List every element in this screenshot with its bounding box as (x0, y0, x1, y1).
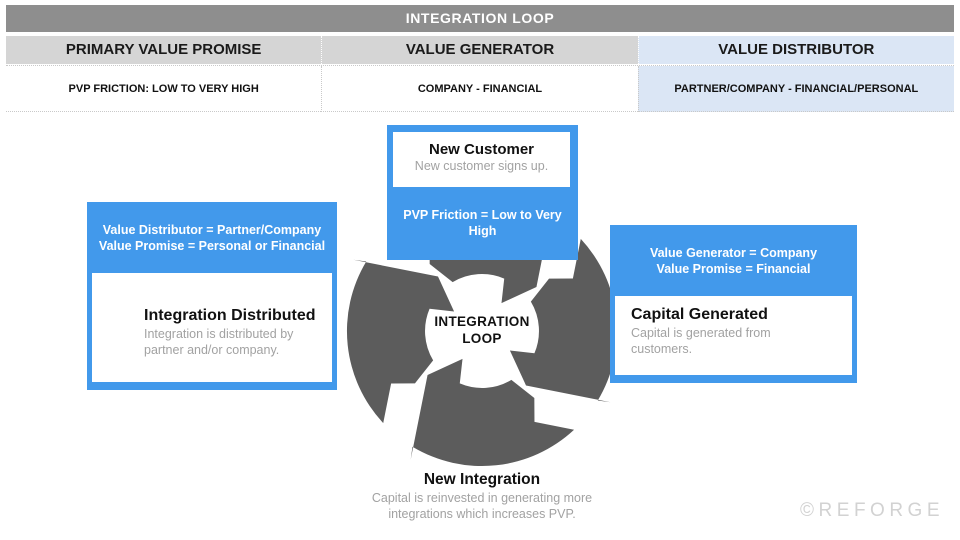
node-new-integration-subtitle: Capital is reinvested in generating more… (371, 491, 593, 521)
node-integration-distributed-title: Integration Distributed (144, 307, 316, 324)
node-new-customer-banner: PVP Friction = Low to Very High (403, 208, 562, 238)
node-new-customer-card: New Customer New customer signs up. (393, 132, 570, 187)
loop-center-label-line2: LOOP (462, 331, 502, 346)
reforge-logo: ©REFORGE (800, 500, 944, 521)
banner-line-value-promise-financial: Value Promise = Financial (656, 262, 811, 276)
node-capital-generated-title: Capital Generated (631, 306, 768, 323)
banner-line-value-distributor: Value Distributor = Partner/Company (102, 223, 322, 237)
header-label-row: PRIMARY VALUE PROMISE VALUE GENERATOR VA… (6, 36, 954, 64)
node-integration-distributed: Value Distributor = Partner/Company Valu… (87, 202, 337, 390)
node-capital-generated: Value Generator = Company Value Promise … (610, 225, 857, 383)
banner-line-value-promise: Value Promise = Personal or Financial (98, 239, 326, 253)
node-new-customer-title: New Customer (428, 141, 535, 158)
header-col-primary-value-promise: PRIMARY VALUE PROMISE (6, 36, 322, 64)
header-value-company-financial: COMPANY - FINANCIAL (321, 66, 638, 112)
node-integration-distributed-card: Integration Distributed Integration is d… (92, 273, 332, 382)
node-new-integration: New Integration Capital is reinvested in… (332, 470, 632, 522)
node-capital-generated-subtitle: Capital is generated from customers. (631, 326, 771, 356)
node-new-integration-title: New Integration (423, 471, 541, 488)
header-table: INTEGRATION LOOP PRIMARY VALUE PROMISE V… (6, 5, 954, 112)
node-new-customer: New Customer New customer signs up. PVP … (387, 125, 578, 260)
banner-line-value-generator: Value Generator = Company (649, 246, 818, 260)
loop-center-label-line1: INTEGRATION (434, 314, 530, 329)
node-new-customer-subtitle: New customer signs up. (414, 159, 549, 173)
loop-center-label: INTEGRATION LOOP (402, 313, 562, 347)
header-col-value-distributor: VALUE DISTRIBUTOR (637, 36, 954, 64)
header-title: INTEGRATION LOOP (6, 5, 954, 32)
header-value-pvp-friction: PVP FRICTION: LOW TO VERY HIGH (6, 66, 322, 112)
header-col-value-generator: VALUE GENERATOR (321, 36, 638, 64)
header-value-partner-company: PARTNER/COMPANY - FINANCIAL/PERSONAL (637, 66, 954, 112)
node-capital-generated-card: Capital Generated Capital is generated f… (615, 296, 852, 375)
node-integration-distributed-banner: Value Distributor = Partner/Company Valu… (87, 202, 337, 254)
node-integration-distributed-subtitle: Integration is distributed by partner an… (144, 327, 294, 357)
node-capital-generated-banner: Value Generator = Company Value Promise … (610, 225, 857, 277)
header-value-row: PVP FRICTION: LOW TO VERY HIGH COMPANY -… (6, 65, 954, 112)
